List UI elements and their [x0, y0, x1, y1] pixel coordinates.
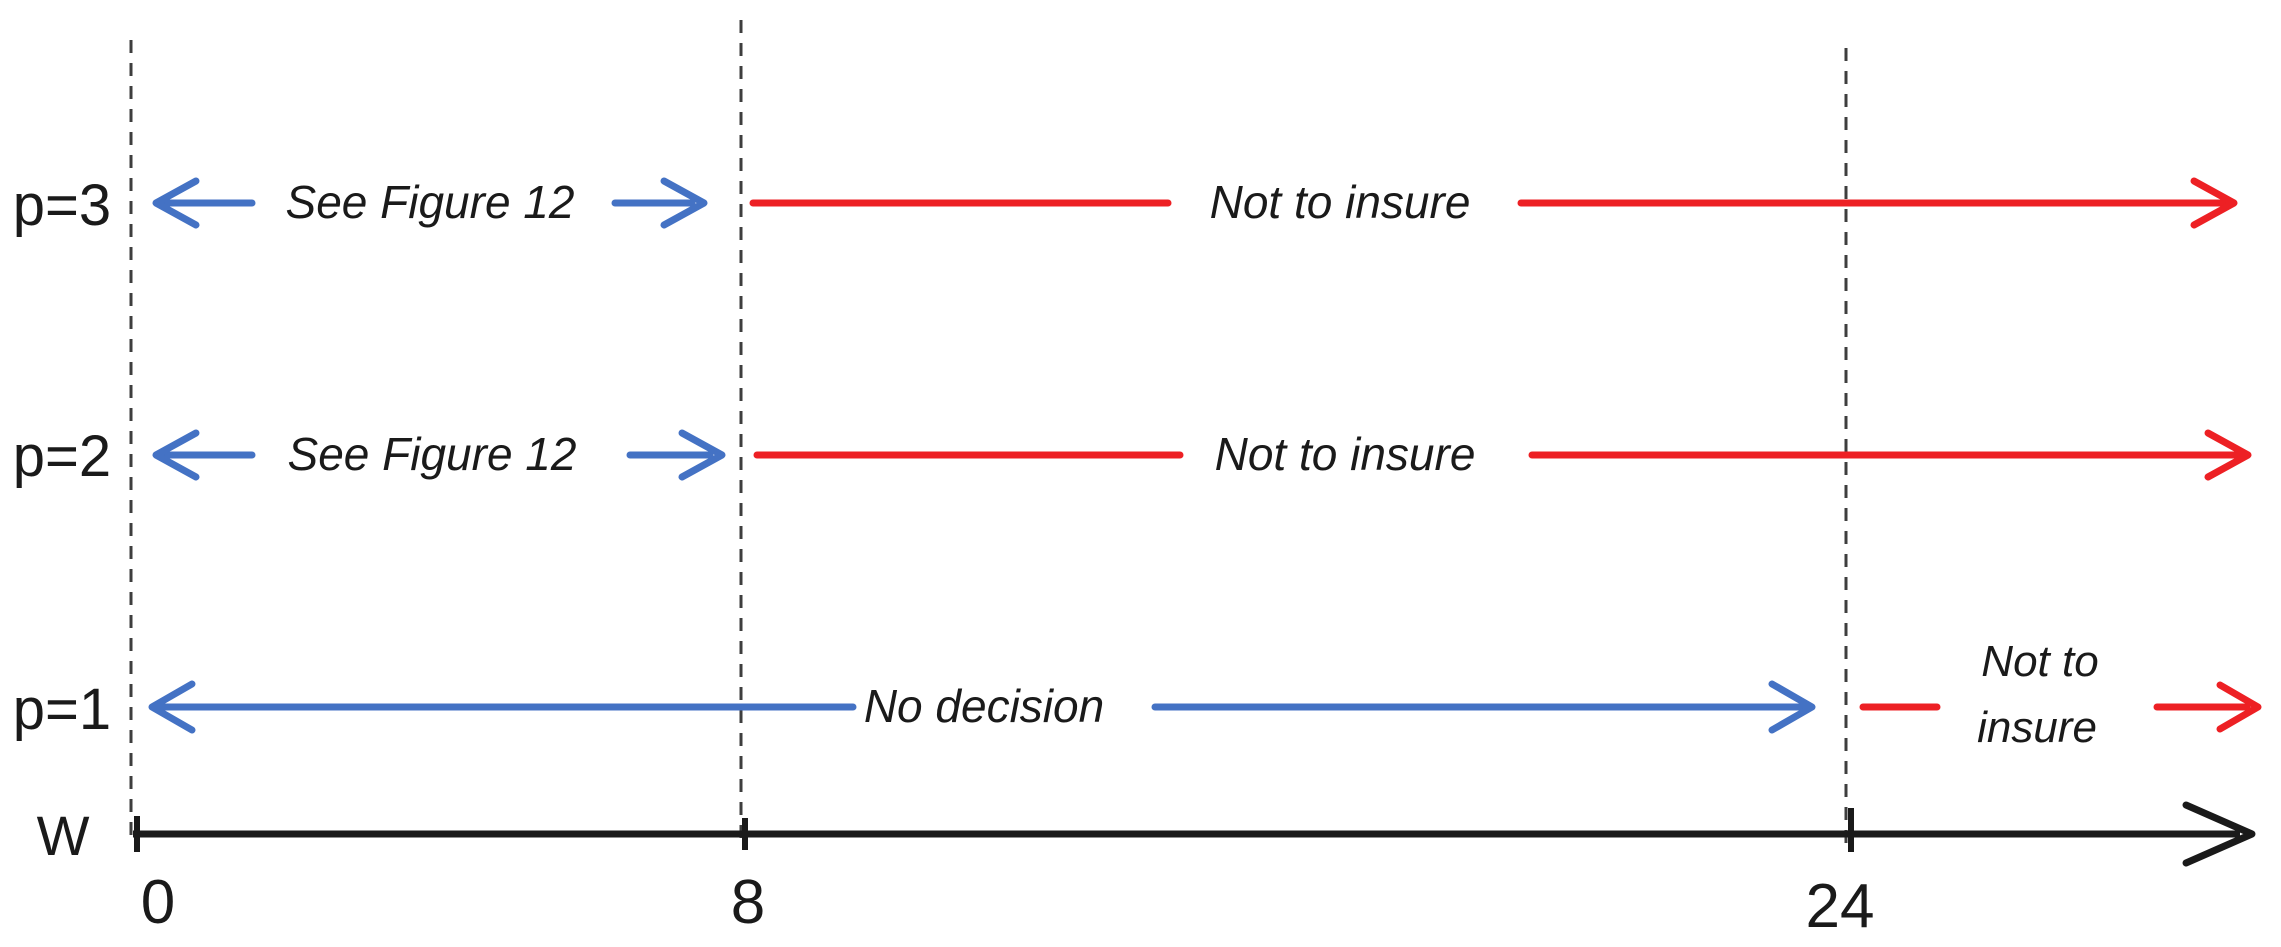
row-p3-arrows	[152, 177, 2238, 229]
w-axis	[133, 801, 2256, 867]
row-label-p2: p=2	[12, 424, 112, 489]
see-figure-annotation-p3: See Figure 12	[285, 176, 575, 228]
row-p2-arrows	[152, 429, 2252, 481]
tick-label-8: 8	[730, 868, 766, 937]
row-p1-arrows	[148, 680, 2262, 734]
tick-label-0: 0	[140, 868, 176, 937]
not-to-insure-annotation-p1-line1: Not to	[1981, 637, 2099, 686]
see-figure-annotation-p2: See Figure 12	[287, 428, 577, 480]
row-label-p1: p=1	[12, 677, 112, 742]
no-decision-annotation-p1: No decision	[863, 680, 1105, 732]
p3-blue-left-arrowhead-icon	[152, 177, 200, 229]
not-to-insure-annotation-p1-line2: insure	[1977, 703, 2097, 752]
not-to-insure-annotation-p3: Not to insure	[1209, 176, 1471, 228]
p2-blue-right-arrowhead-icon	[678, 429, 726, 481]
p3-red-arrowhead-icon	[2190, 177, 2238, 229]
p3-blue-right-arrowhead-icon	[660, 177, 708, 229]
w-axis-arrowhead-icon	[2182, 801, 2256, 867]
not-to-insure-annotation-p2: Not to insure	[1214, 428, 1476, 480]
p1-red-arrowhead-icon	[2216, 681, 2262, 733]
w-axis-label: W	[36, 804, 90, 867]
tick-label-24: 24	[1805, 872, 1875, 941]
p2-blue-left-arrowhead-icon	[152, 429, 200, 481]
p1-blue-right-arrowhead-icon	[1768, 680, 1816, 734]
row-label-p3: p=3	[12, 173, 112, 238]
p2-red-arrowhead-icon	[2204, 429, 2252, 481]
p1-blue-left-arrowhead-icon	[148, 680, 196, 734]
